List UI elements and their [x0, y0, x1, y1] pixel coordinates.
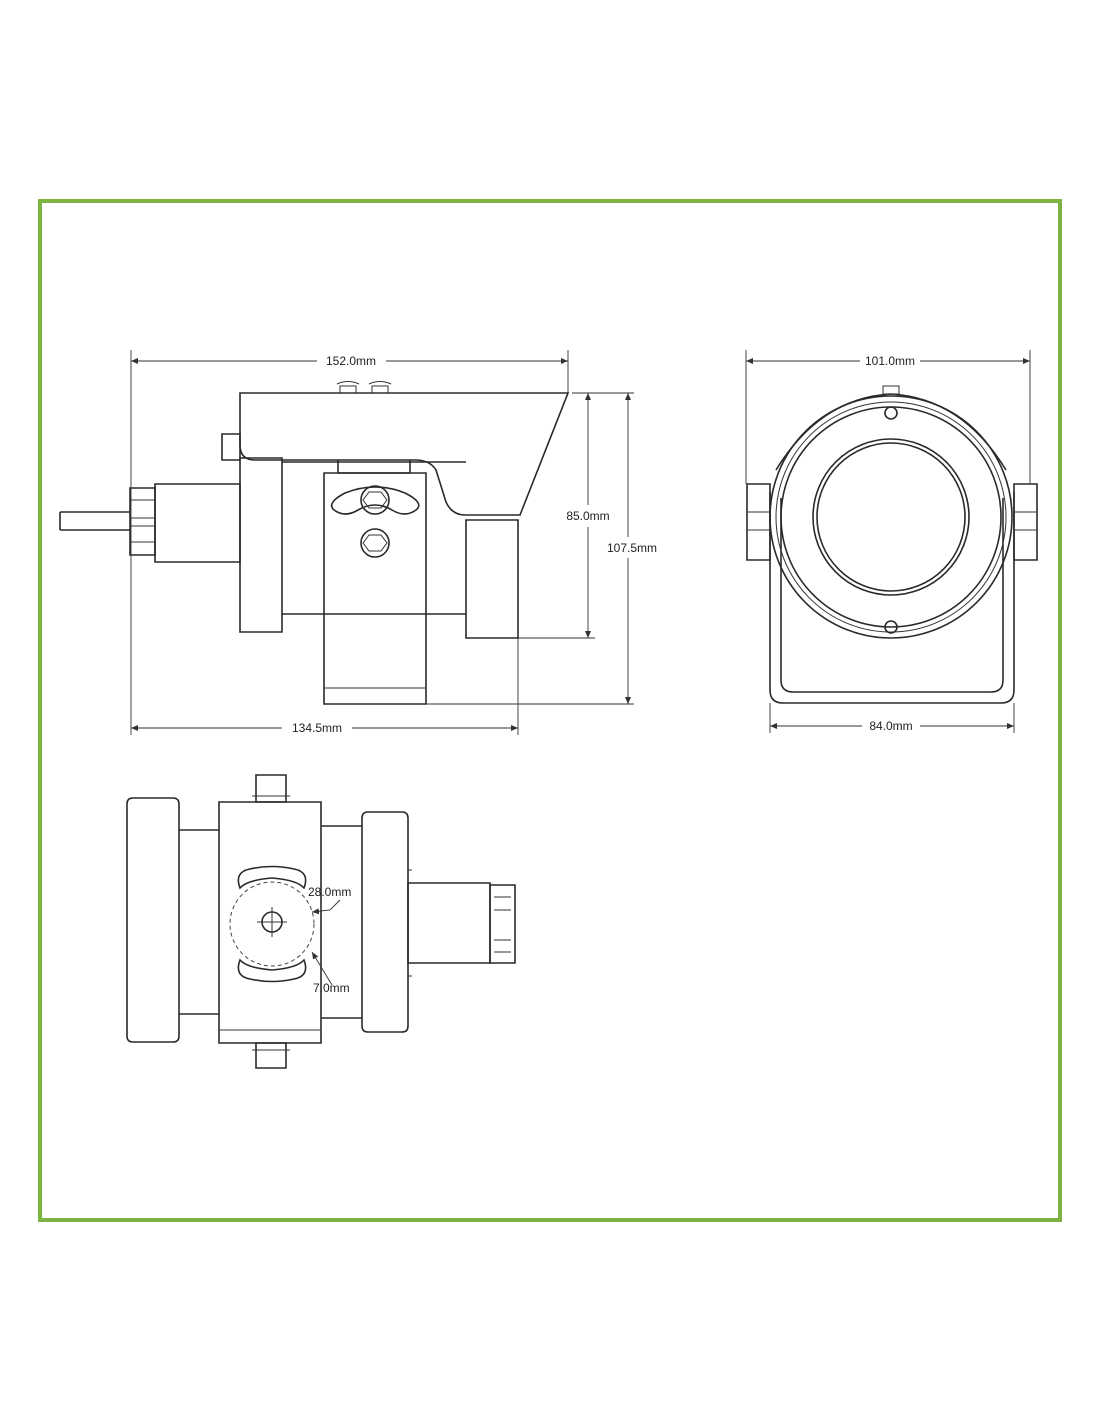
- dim-front-overall-width: 101.0mm: [865, 354, 915, 368]
- dim-top-slot-pitch: 28.0mm: [308, 885, 351, 899]
- dim-front-bracket-width: 84.0mm: [869, 719, 912, 733]
- side-view: 152.0mm 134.5mm 85.0mm 107.5mm: [59, 350, 657, 735]
- dim-side-overall-length: 152.0mm: [326, 354, 376, 368]
- dim-side-total-height: 107.5mm: [607, 541, 657, 555]
- top-view: 28.0mm 7.0mm: [126, 774, 516, 1069]
- drawing-frame: [38, 199, 1062, 1222]
- dim-side-body-length: 134.5mm: [292, 721, 342, 735]
- dim-top-slot-width: 7.0mm: [313, 981, 350, 995]
- dim-side-hood-height: 85.0mm: [566, 509, 609, 523]
- front-view: 101.0mm 84.0mm: [745, 350, 1038, 733]
